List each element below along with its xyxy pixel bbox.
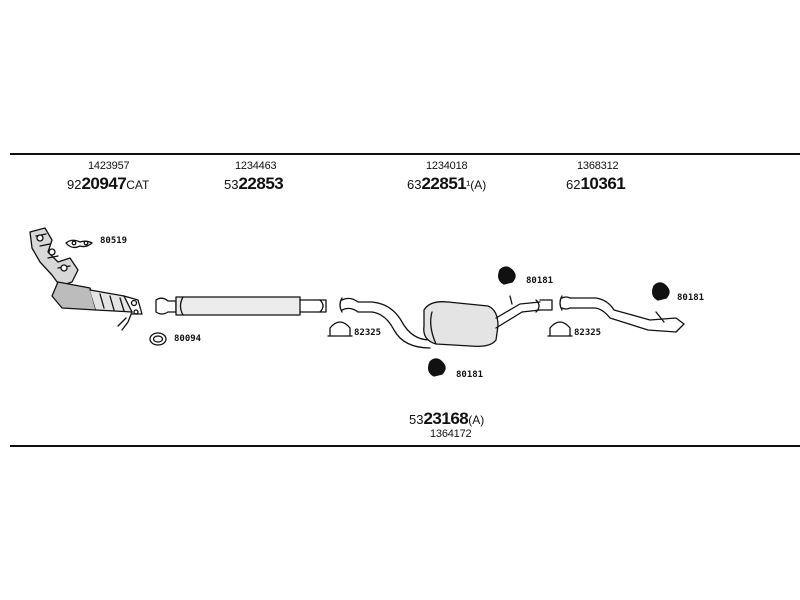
part-prefix: 92 (67, 177, 82, 192)
catalytic-converter-drawing[interactable] (29, 227, 143, 331)
clamp-drawing[interactable] (327, 321, 353, 337)
bottom-divider-line (10, 445, 800, 447)
part-number-rear-silencer[interactable]: 5323168(A) (409, 410, 484, 428)
part-ref-3: 1234018 (426, 160, 468, 172)
part-ref-bottom: 1364172 (430, 428, 472, 440)
label-clamp-82325-right: 82325 (574, 328, 602, 338)
clamp-drawing[interactable] (547, 321, 573, 337)
part-ref-1: 1423957 (88, 160, 130, 172)
part-prefix: 53 (409, 412, 424, 427)
part-suffix: CAT (126, 178, 150, 192)
top-divider-line (10, 153, 800, 155)
label-gasket-ring-80094: 80094 (174, 334, 202, 344)
gasket-ring-drawing[interactable] (149, 332, 167, 346)
front-pipe-drawing[interactable] (155, 296, 327, 316)
part-prefix: 62 (566, 177, 581, 192)
label-gasket-80519: 80519 (100, 236, 128, 246)
middle-silencer-drawing[interactable] (339, 295, 553, 349)
label-clamp-82325-left: 82325 (354, 328, 382, 338)
label-hanger-80181-bottom: 80181 (456, 370, 484, 380)
part-main-number: 20947 (81, 174, 127, 193)
part-main-number: 22851 (421, 174, 467, 193)
label-hanger-80181-top: 80181 (526, 276, 554, 286)
part-ref-2: 1234463 (235, 160, 277, 172)
part-prefix: 53 (224, 177, 239, 192)
part-number-tail-pipe[interactable]: 6210361 (566, 174, 626, 193)
part-suffix: (A) (468, 413, 485, 427)
part-main-number: 23168 (423, 409, 469, 428)
rubber-hanger-drawing[interactable] (498, 266, 516, 285)
part-number-front-pipe[interactable]: 5322853 (224, 174, 284, 193)
rubber-hanger-drawing[interactable] (428, 358, 446, 377)
rubber-hanger-drawing[interactable] (652, 282, 670, 301)
part-ref-4: 1368312 (577, 160, 619, 172)
label-hanger-80181-right: 80181 (677, 293, 705, 303)
part-main-number: 22853 (238, 174, 284, 193)
part-main-number: 10361 (580, 174, 626, 193)
part-suffix: ¹(A) (466, 178, 487, 192)
gasket-drawing[interactable] (65, 239, 93, 249)
tail-pipe-drawing[interactable] (559, 295, 685, 333)
part-prefix: 63 (407, 177, 422, 192)
part-number-catalytic-converter[interactable]: 9220947CAT (67, 175, 149, 193)
part-number-middle-silencer[interactable]: 6322851¹(A) (407, 175, 486, 193)
